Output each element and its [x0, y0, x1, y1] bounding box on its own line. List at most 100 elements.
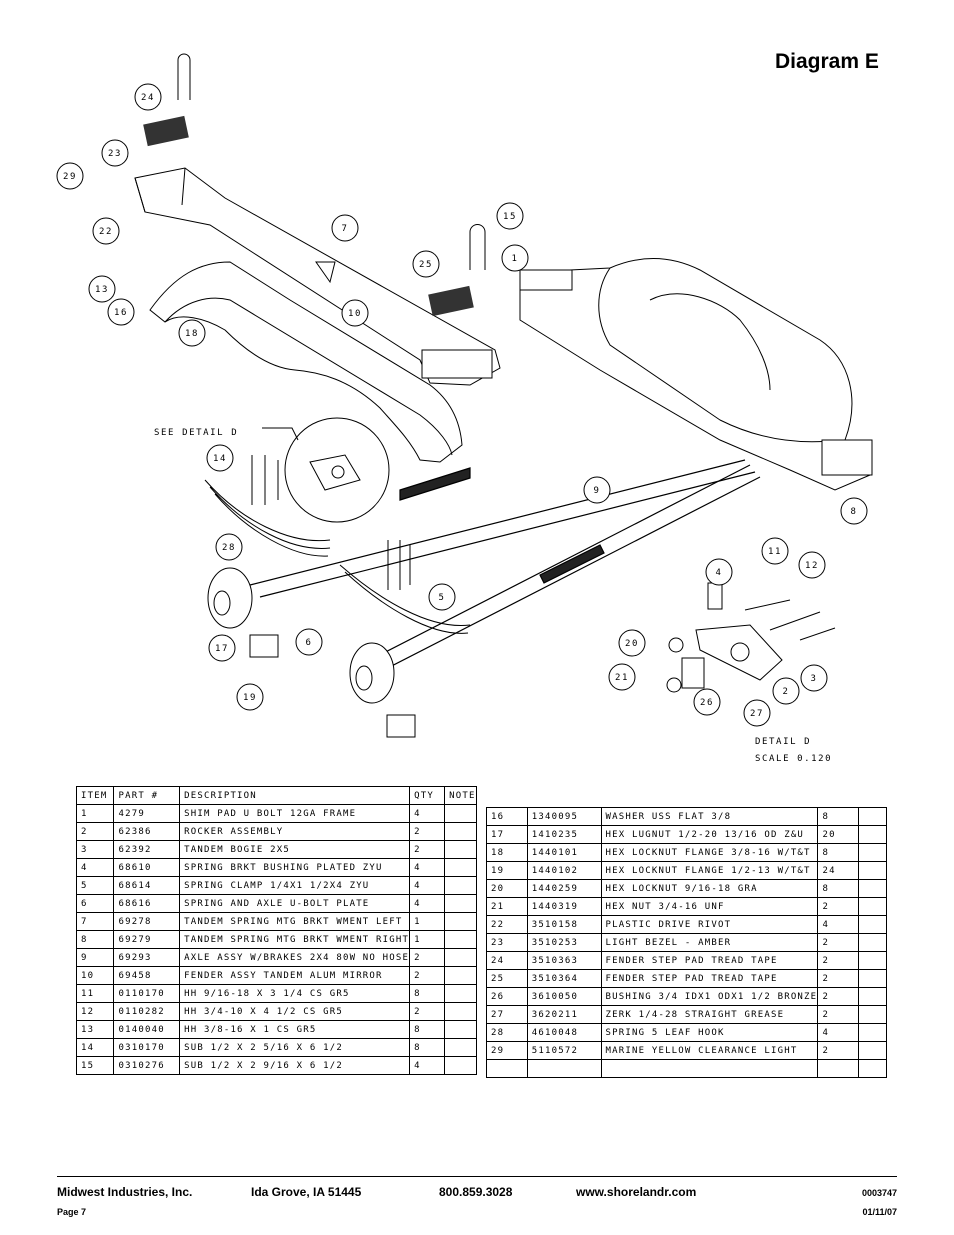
right-fender-assembly [519, 258, 873, 491]
table-cell: 62386 [113, 822, 181, 841]
svg-text:27: 27 [750, 709, 764, 719]
svg-text:14: 14 [213, 454, 227, 464]
table-cell: 2 [409, 1002, 446, 1021]
svg-text:16: 16 [114, 308, 128, 318]
table-cell: FENDER STEP PAD TREAD TAPE [600, 969, 819, 988]
svg-text:7: 7 [341, 224, 348, 234]
table-cell: 1440319 [526, 897, 602, 916]
callout-17: 17 [208, 634, 236, 662]
callout-balloons: 24 23 29 22 7 15 1 25 13 16 10 18 14 28 … [56, 83, 868, 727]
table-cell: HH 3/4-10 X 4 1/2 CS GR5 [179, 1002, 411, 1021]
tandem-bogie-detail [666, 582, 836, 693]
table-cell [858, 1005, 887, 1024]
table-cell [858, 1023, 887, 1042]
table-cell: 4 [409, 804, 446, 823]
table-cell: 29 [486, 1041, 528, 1060]
table-cell [444, 840, 477, 859]
table-cell: 9 [75, 948, 115, 967]
exploded-parts-drawing: 24 23 29 22 7 15 1 25 13 16 10 18 14 28 … [56, 53, 873, 764]
table-cell [858, 879, 887, 898]
table-cell: 1440259 [526, 879, 602, 898]
footer-phone: 800.859.3028 [439, 1185, 513, 1199]
table-cell: TANDEM SPRING MTG BRKT WMENT RIGHT [179, 930, 411, 949]
table-cell [444, 1002, 477, 1021]
table-cell: 69458 [113, 966, 181, 985]
table-cell: AXLE ASSY W/BRAKES 2X4 80W NO HOSE [179, 948, 411, 967]
table-cell: SPRING CLAMP 1/4X1 1/2X4 ZYU [179, 876, 411, 895]
table-cell: 68616 [113, 894, 181, 913]
table-cell [858, 1059, 887, 1078]
table-cell: 20 [486, 879, 528, 898]
svg-text:28: 28 [222, 543, 236, 553]
table-cell: SPRING AND AXLE U-BOLT PLATE [179, 894, 411, 913]
table-cell: 3510253 [526, 933, 602, 952]
table-cell: 2 [817, 951, 860, 970]
callout-9: 9 [583, 476, 611, 504]
table-cell: 2 [75, 822, 115, 841]
table-cell: 17 [486, 825, 528, 844]
svg-text:26: 26 [700, 698, 714, 708]
table-cell [444, 966, 477, 985]
detail-d-circle [262, 417, 390, 523]
table-cell: 0110282 [113, 1002, 181, 1021]
table-cell [444, 930, 477, 949]
table-cell: 2 [817, 897, 860, 916]
callout-8: 8 [840, 497, 868, 525]
table-cell: 24 [486, 951, 528, 970]
table-cell [444, 876, 477, 895]
page-footer: Midwest Industries, Inc. Ida Grove, IA 5… [57, 1176, 897, 1217]
table-cell: 62392 [113, 840, 181, 859]
axles [249, 459, 761, 673]
table-cell: 5 [75, 876, 115, 895]
table-cell [858, 861, 887, 880]
callout-7: 7 [331, 214, 359, 242]
table-cell: 8 [75, 930, 115, 949]
table-cell: 4 [817, 915, 860, 934]
table-cell: 4 [409, 1056, 446, 1075]
table-cell: 26 [486, 987, 528, 1006]
table-row [486, 1059, 887, 1078]
table-cell [858, 825, 887, 844]
table-cell [444, 984, 477, 1003]
svg-text:18: 18 [185, 329, 199, 339]
table-cell: 16 [486, 807, 528, 826]
table-cell: 8 [817, 879, 860, 898]
callout-26: 26 [693, 688, 721, 716]
svg-text:24: 24 [141, 93, 155, 103]
footer-city: Ida Grove, IA 51445 [251, 1185, 362, 1199]
detail-label: DETAIL D [755, 737, 811, 747]
table-header-cell: PART # [113, 786, 181, 805]
table-cell: 18 [486, 843, 528, 862]
table-cell: 1440102 [526, 861, 602, 880]
table-header-cell: ITEM [75, 786, 115, 805]
table-cell: 69279 [113, 930, 181, 949]
table-cell: 19 [486, 861, 528, 880]
svg-text:25: 25 [419, 260, 433, 270]
wheel-hubs [207, 567, 395, 704]
table-cell: 69293 [113, 948, 181, 967]
svg-text:17: 17 [215, 644, 229, 654]
table-cell [444, 822, 477, 841]
table-cell: 2 [409, 966, 446, 985]
table-cell: HH 9/16-18 X 3 1/4 CS GR5 [179, 984, 411, 1003]
footer-page: Page 7 [57, 1207, 87, 1217]
table-cell: 0310170 [113, 1038, 181, 1057]
table-cell [858, 969, 887, 988]
table-cell: LIGHT BEZEL - AMBER [600, 933, 819, 952]
table-cell: SPRING BRKT BUSHING PLATED ZYU [179, 858, 411, 877]
table-cell: 4279 [113, 804, 181, 823]
